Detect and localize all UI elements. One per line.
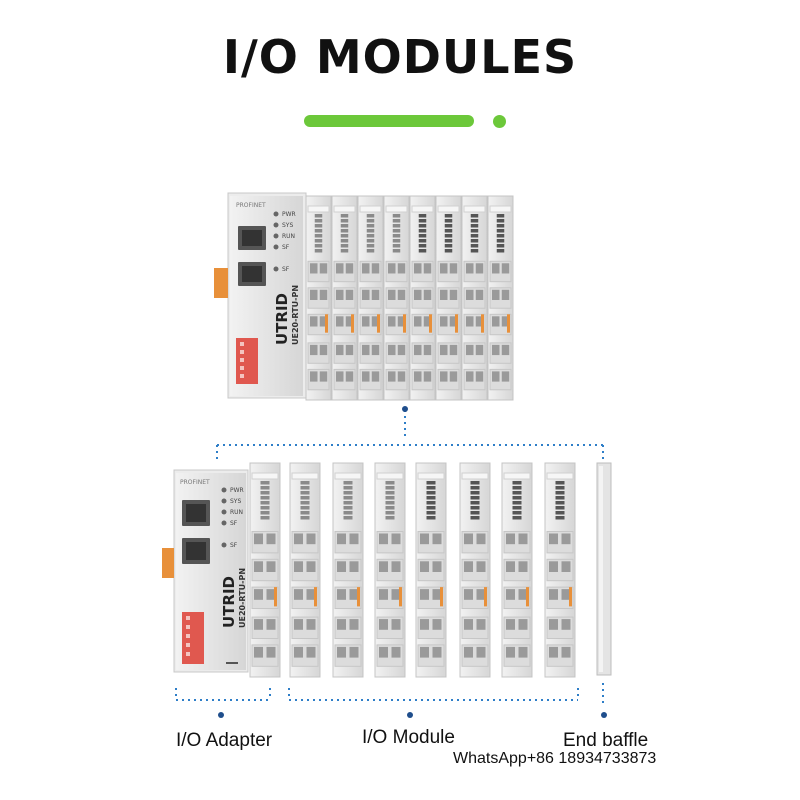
profinet-text-top: PROFINET xyxy=(236,202,266,209)
io-module xyxy=(332,462,364,678)
io-module xyxy=(374,462,406,678)
io-module xyxy=(461,195,488,401)
io-module xyxy=(305,195,332,401)
io-module xyxy=(409,195,436,401)
connector-dots xyxy=(216,410,604,462)
contact-whatsapp: WhatsApp+86 18934733873 xyxy=(453,750,657,767)
io-module xyxy=(487,195,514,401)
led-label: SF xyxy=(282,266,290,273)
led-label: RUN xyxy=(282,233,295,240)
io-module xyxy=(415,462,447,678)
led-label: SF xyxy=(230,542,238,549)
led-label: PWR xyxy=(282,211,296,218)
assembled-unit: PROFINET PWR SYS RUN SF SF UTRID UE20-RT… xyxy=(214,192,514,401)
profinet-text-bottom: PROFINET xyxy=(180,479,210,486)
din-clip-orange xyxy=(214,268,228,298)
din-clip-orange xyxy=(162,548,174,578)
bracket-dots xyxy=(175,683,604,706)
label-io-module: I/O Module xyxy=(362,727,455,748)
bracket-markers xyxy=(218,712,607,718)
dip-switch xyxy=(182,612,204,664)
led-label: SF xyxy=(282,244,290,251)
model-text: UE20-RTU-PN xyxy=(238,568,247,628)
exploded-unit: PROFINET PWR SYS RUN SF SF UTRID UE20-RT… xyxy=(162,462,612,678)
led-label: SYS xyxy=(282,222,293,229)
led-label: PWR xyxy=(230,487,244,494)
io-module xyxy=(383,195,410,401)
page-title: I/O MODULES xyxy=(222,30,578,84)
io-module xyxy=(544,462,576,678)
io-module xyxy=(249,462,281,678)
accent-dot xyxy=(493,115,506,128)
brand-logo: UTRID xyxy=(220,576,238,628)
io-module xyxy=(357,195,384,401)
led-label: SF xyxy=(230,520,238,527)
accent-bar xyxy=(304,115,474,127)
io-module xyxy=(501,462,533,678)
io-module xyxy=(331,195,358,401)
io-module xyxy=(459,462,491,678)
model-text: UE20-RTU-PN xyxy=(291,285,300,345)
brand-logo: UTRID xyxy=(273,293,291,345)
led-label: SYS xyxy=(230,498,241,505)
led-label: RUN xyxy=(230,509,243,516)
io-module xyxy=(435,195,462,401)
io-module xyxy=(289,462,321,678)
dip-switch xyxy=(236,338,258,384)
label-end-baffle: End baffle xyxy=(563,730,649,751)
label-io-adapter: I/O Adapter xyxy=(176,730,273,751)
